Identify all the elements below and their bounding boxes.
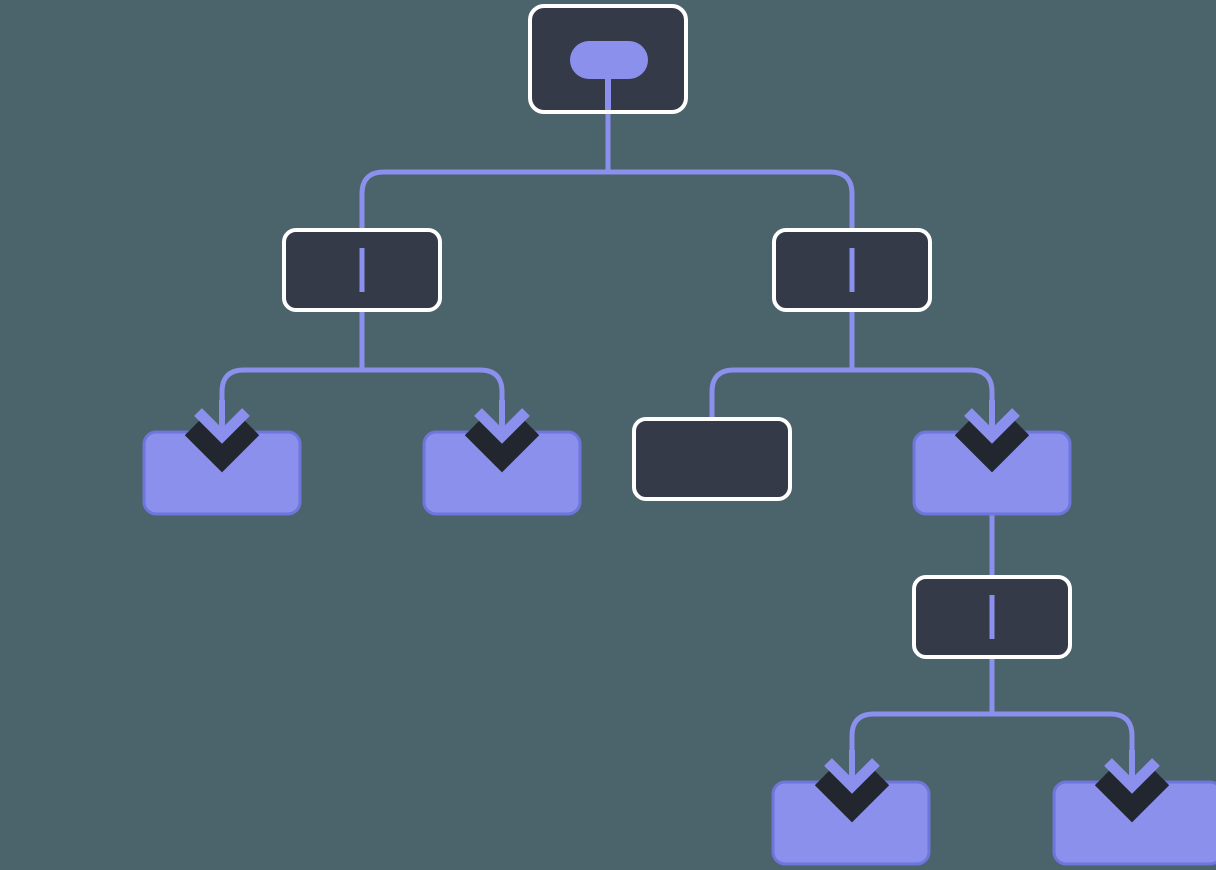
edge-n7-n8	[849, 655, 995, 782]
node-branch-left[interactable]	[282, 228, 442, 312]
edge-n0-n2	[608, 169, 855, 340]
edge-n2-n6	[852, 367, 995, 432]
edge-n1-n4	[362, 367, 505, 432]
arrowhead-into-branch-right-child-b	[954, 400, 1030, 473]
edge-n1-n3	[219, 340, 365, 432]
node-root[interactable]	[528, 4, 688, 114]
arrowhead-shadow-icon	[184, 416, 260, 473]
edge-n0-n1	[359, 169, 608, 340]
arrowhead-shadow-icon	[814, 766, 890, 823]
edge-n7-n9	[992, 711, 1135, 782]
node-sub-branch[interactable]	[912, 575, 1072, 659]
connector-layer	[219, 60, 1135, 782]
edge-n2-n5	[709, 340, 855, 418]
arrowhead-into-leaf-left-a	[184, 400, 260, 473]
node-root-pill-glyph	[570, 41, 648, 79]
node-branch-right-child-a-body[interactable]	[632, 417, 792, 501]
node-branch-right-child-a[interactable]	[632, 417, 792, 501]
arrowhead-shadow-icon	[954, 416, 1030, 473]
arrowhead-into-leaf-bottom-b	[1094, 750, 1170, 823]
arrowhead-into-leaf-left-b	[464, 400, 540, 473]
node-branch-right[interactable]	[772, 228, 932, 312]
arrowhead-into-leaf-bottom-a	[814, 750, 890, 823]
arrowhead-shadow-icon	[464, 416, 540, 473]
arrowhead-layer	[184, 400, 1170, 823]
arrowhead-shadow-icon	[1094, 766, 1170, 823]
